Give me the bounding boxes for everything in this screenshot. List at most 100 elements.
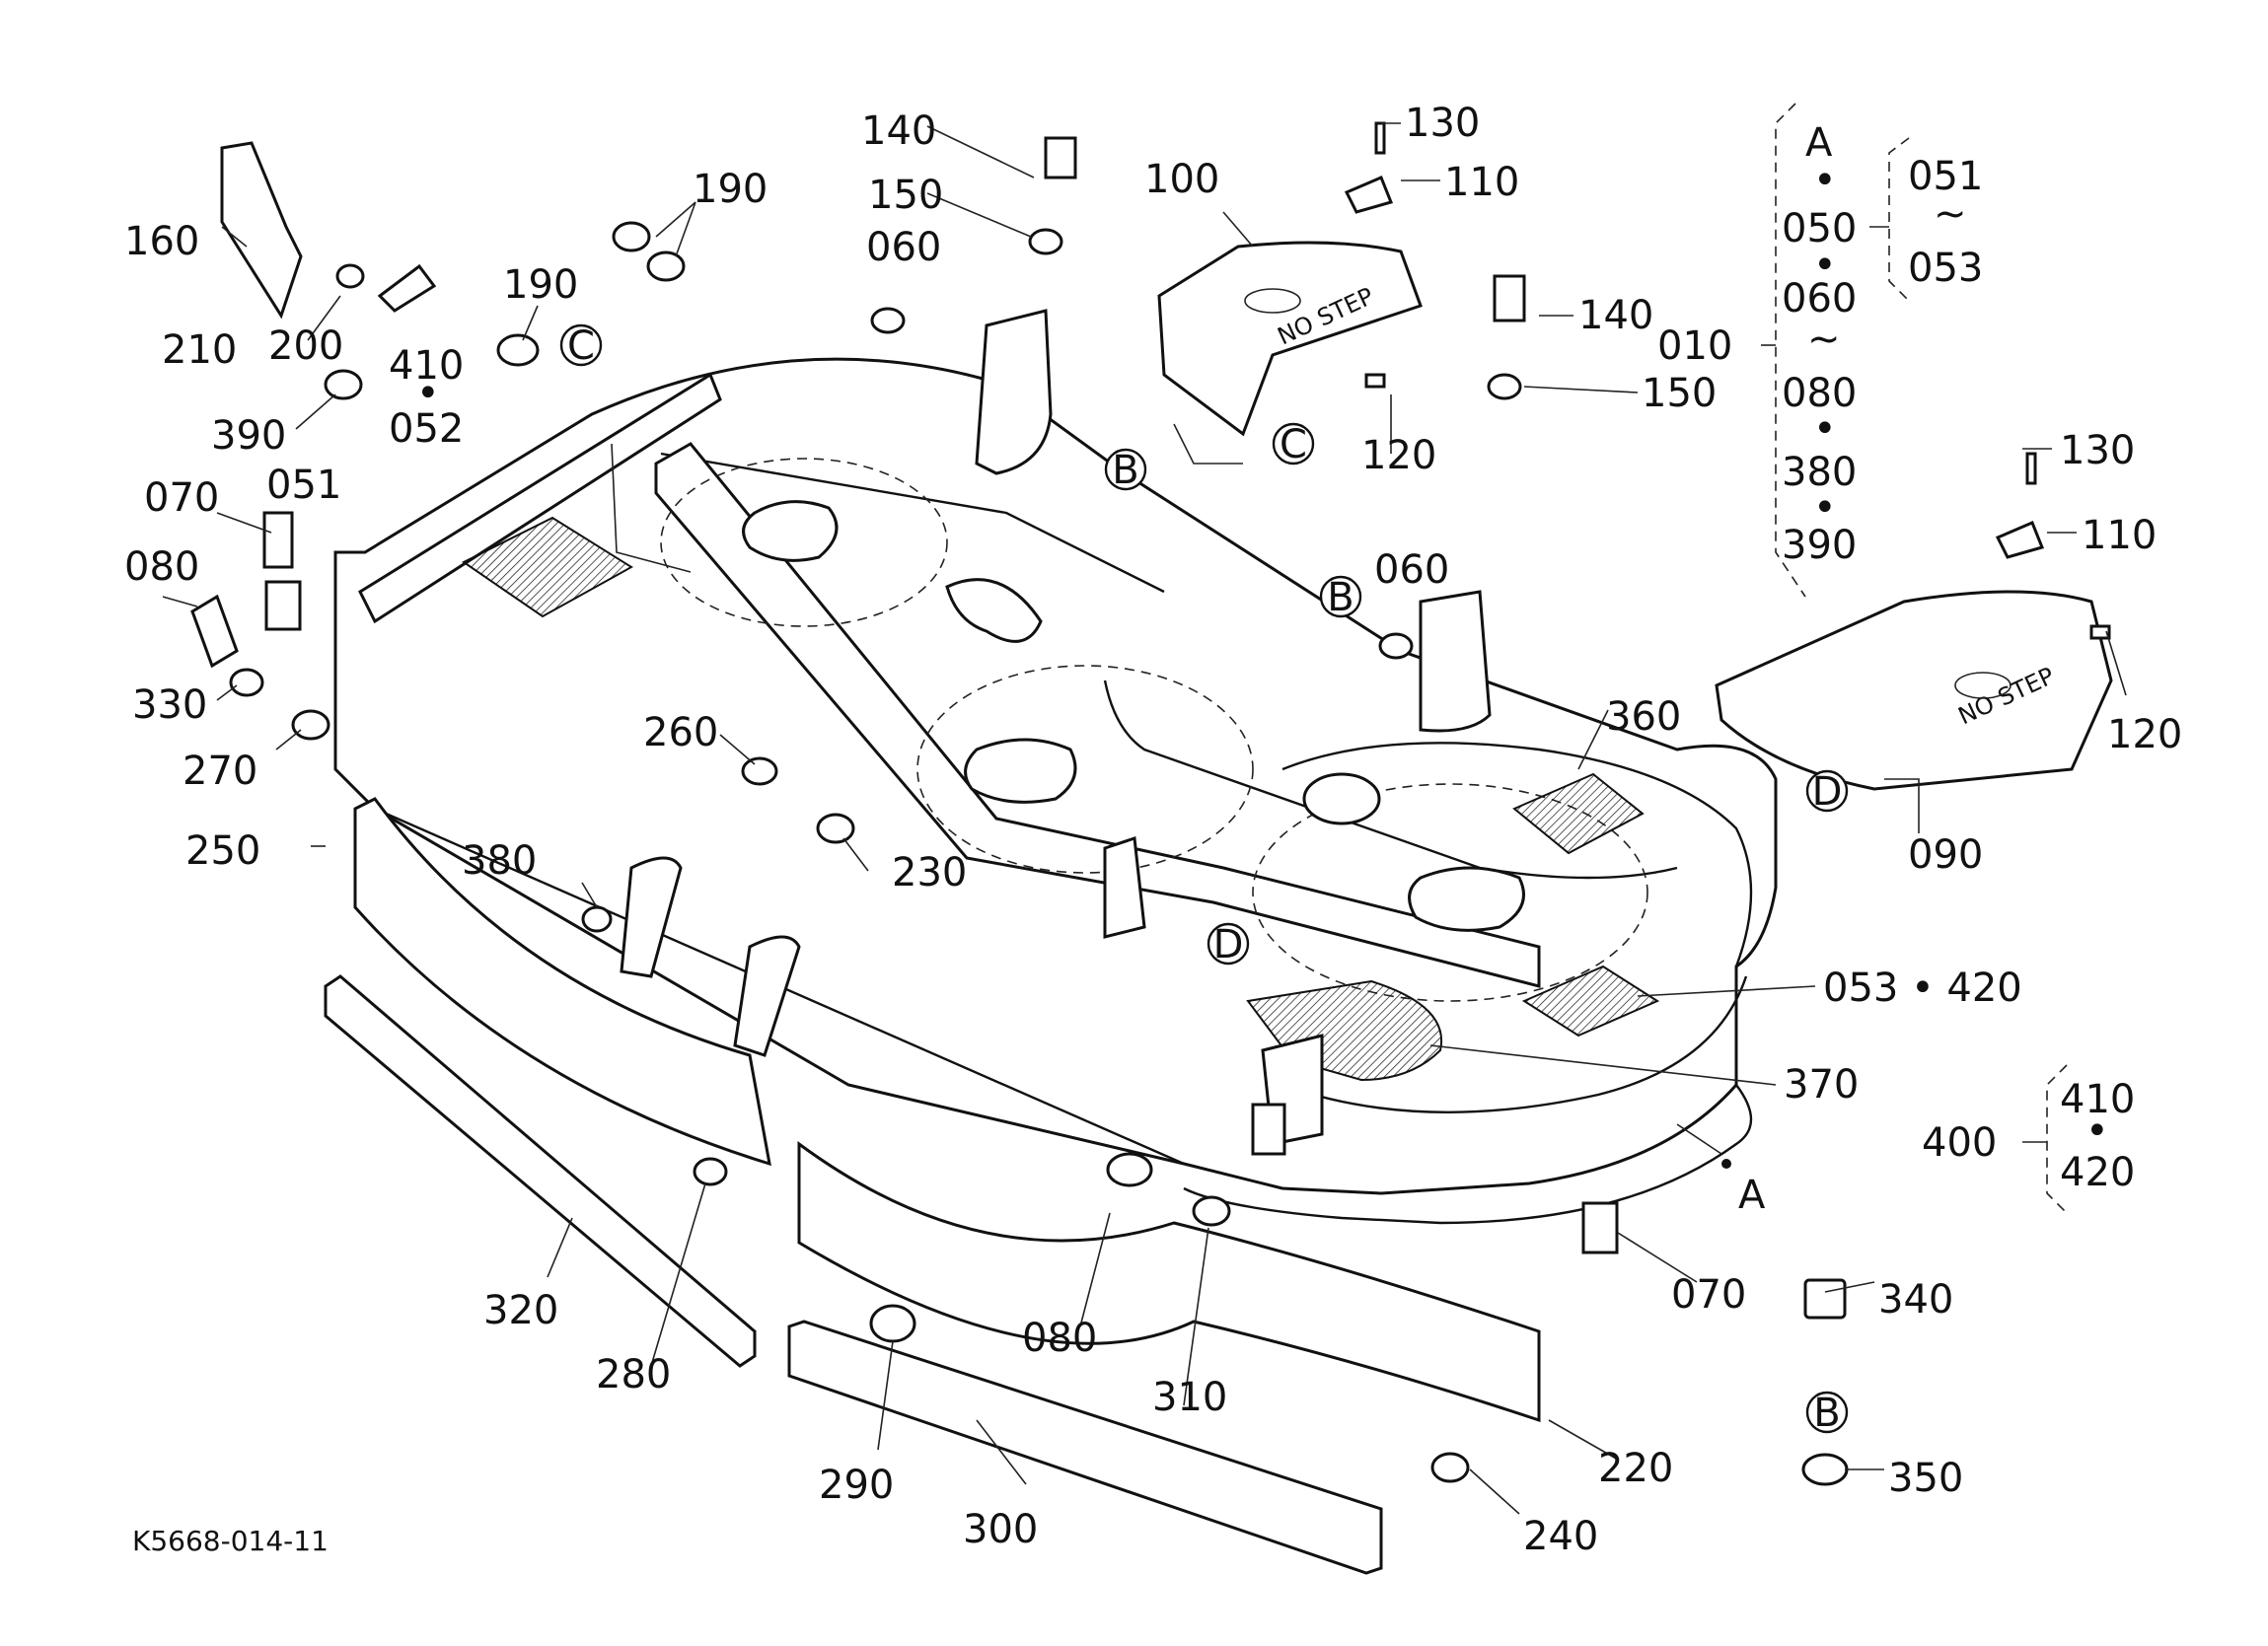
callout-053-420: 053 • 420 — [1823, 966, 2022, 1011]
ref-c2-text: C — [1280, 422, 1307, 467]
callout-dot-d: • — [1813, 406, 1837, 452]
callout-160: 160 — [124, 219, 199, 264]
decal-053-420 — [1521, 965, 1660, 1038]
bolt-240 — [1430, 1452, 1470, 1483]
callout-100: 100 — [1144, 157, 1219, 202]
group-brackets — [1761, 103, 2068, 1214]
callout-dot-f: • — [2085, 1109, 2109, 1154]
callout-060c: 060 — [1782, 276, 1857, 322]
nut-390 — [324, 369, 363, 400]
wheel-080a — [190, 594, 239, 669]
callout-320: 320 — [483, 1288, 558, 1333]
callout-150a: 150 — [868, 173, 943, 218]
ref-circle-d2 — [1805, 769, 1849, 813]
ref-d2-text: D — [1812, 769, 1843, 815]
callout-140a: 140 — [861, 108, 936, 154]
bolt-280 — [693, 1157, 728, 1186]
bolt-270 — [291, 709, 330, 741]
callout-200: 200 — [268, 323, 343, 369]
bolt-060a — [870, 307, 906, 334]
callout-060b: 060 — [1374, 547, 1449, 593]
callout-390a: 390 — [211, 413, 286, 459]
bracket-160 — [220, 141, 303, 320]
bolt-330 — [229, 668, 264, 697]
callout-330: 330 — [132, 682, 207, 728]
callout-380b: 380 — [1782, 450, 1857, 495]
callout-130b: 130 — [2060, 428, 2135, 473]
callout-300: 300 — [963, 1507, 1038, 1552]
ref-circle-b1 — [1104, 448, 1147, 491]
drawing-number: K5668-014-11 — [132, 1525, 329, 1557]
callout-120a: 120 — [1361, 433, 1436, 478]
ref-b3-text: B — [1813, 1391, 1840, 1436]
decal-360 — [1512, 772, 1645, 855]
callout-tilde-b: ~ — [1934, 191, 1967, 237]
ref-d1-text: D — [1213, 922, 1244, 967]
collar-070a — [262, 511, 294, 569]
callout-052: 052 — [389, 406, 464, 452]
nut-230 — [816, 813, 855, 844]
callout-230: 230 — [892, 850, 967, 895]
bolt-140b — [1493, 274, 1526, 322]
callout-dot-a: • — [416, 371, 440, 416]
cover-plate-300 — [787, 1320, 1383, 1575]
bolt-380a — [581, 905, 613, 933]
callout-350: 350 — [1888, 1456, 1963, 1501]
callout-240: 240 — [1523, 1514, 1598, 1559]
nut-350 — [1801, 1453, 1849, 1486]
callouts: 140 150 060 100 130 110 140 150 120 060 … — [124, 101, 2182, 1559]
callout-190a: 190 — [693, 167, 768, 212]
callout-310: 310 — [1152, 1375, 1227, 1420]
mower-deck-body — [333, 309, 1778, 1225]
shield-090: NO STEP — [1715, 590, 2113, 791]
callout-a-top: A — [1805, 120, 1833, 166]
callout-260: 260 — [643, 710, 718, 755]
callout-080c: 080 — [1782, 371, 1857, 416]
callout-400: 400 — [1922, 1120, 1997, 1166]
reference-circles: B B B C C D D — [559, 323, 1849, 1436]
callout-130a: 130 — [1405, 101, 1480, 146]
callout-210: 210 — [162, 327, 237, 373]
bushing — [264, 580, 302, 631]
leader-lines — [162, 122, 2127, 1515]
bolt-060b — [1378, 632, 1414, 660]
callout-410b: 410 — [2060, 1077, 2135, 1122]
callout-110a: 110 — [1444, 160, 1519, 205]
callout-070a: 070 — [144, 475, 219, 521]
callout-150b: 150 — [1642, 371, 1717, 416]
cover-plate-320 — [324, 974, 757, 1368]
clip-120b — [2089, 624, 2111, 640]
latch-110b — [1995, 521, 2045, 559]
callout-110b: 110 — [2082, 513, 2157, 558]
callout-051a: 051 — [266, 463, 341, 508]
callout-050: 050 — [1782, 206, 1857, 251]
ref-circle-c1 — [559, 323, 603, 367]
bolt-200 — [377, 263, 437, 313]
callout-080b: 080 — [1022, 1316, 1097, 1361]
callout-a-ref: A — [1738, 1173, 1766, 1218]
callout-dot-c: • — [1813, 243, 1837, 288]
ref-circle-c2 — [1272, 422, 1315, 465]
ref-b1-text: B — [1112, 448, 1138, 493]
callout-dot-e: • — [1813, 485, 1837, 531]
clip-120a — [1364, 373, 1386, 389]
callout-250: 250 — [185, 828, 260, 874]
nut-260 — [741, 756, 778, 786]
a-ref-dot — [1721, 1159, 1731, 1169]
baffle-220 — [797, 1141, 1541, 1423]
callout-120b: 120 — [2107, 712, 2182, 757]
callout-370: 370 — [1784, 1062, 1859, 1108]
callout-410a: 410 — [389, 343, 464, 389]
ref-circle-b2 — [1319, 575, 1362, 618]
ref-circle-b3 — [1805, 1391, 1849, 1434]
bolt-140a — [1044, 136, 1077, 179]
latch-110a — [1344, 176, 1394, 214]
spacer-190 — [496, 333, 540, 367]
callout-220: 220 — [1598, 1446, 1673, 1491]
callout-420: 420 — [2060, 1150, 2135, 1195]
callout-090: 090 — [1908, 832, 1983, 878]
washer-150b — [1487, 373, 1522, 400]
callout-380a: 380 — [462, 838, 537, 884]
callout-340: 340 — [1878, 1277, 1953, 1323]
